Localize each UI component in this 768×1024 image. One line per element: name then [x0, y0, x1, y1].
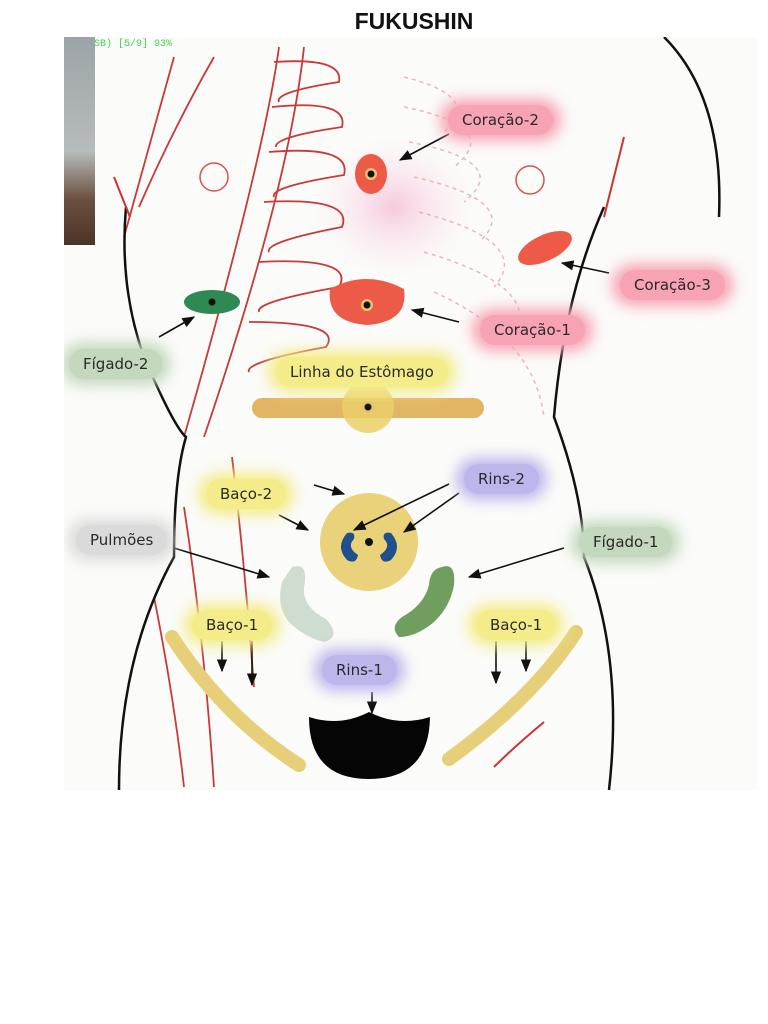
right-nipple: [515, 165, 545, 195]
video-thumbnail-strip: [64, 37, 95, 245]
fukushin-diagram: SB) [5/9] 93%: [64, 37, 758, 790]
label-figado-2: Fígado-2: [69, 349, 163, 379]
coracao-3-zone: [518, 230, 572, 266]
torso-illustration: [113, 37, 721, 790]
left-kidney-mark: [341, 532, 358, 562]
label-rins-2: Rins-2: [464, 464, 539, 494]
video-overlay-text: SB) [5/9] 93%: [94, 39, 173, 50]
heart-shadow: [314, 137, 474, 277]
left-nipple: [199, 162, 229, 192]
body-outline: [117, 37, 721, 790]
label-linha-estomago: Linha do Estômago: [276, 357, 448, 387]
label-pulmoes: Pulmões: [76, 525, 168, 555]
label-rins-1: Rins-1: [322, 655, 397, 685]
right-kidney-mark: [380, 532, 397, 562]
rins-1-zone: [309, 712, 430, 779]
page-title: FUKUSHIN: [354, 8, 474, 34]
label-baco-1-left: Baço-1: [192, 610, 273, 640]
label-coracao-1: Coração-1: [480, 315, 585, 345]
figado-1-zone: [394, 566, 455, 637]
pointer-arrows: [158, 133, 610, 715]
baco-1-right-zone: [442, 625, 583, 766]
label-coracao-2: Coração-2: [448, 105, 553, 135]
label-baco-1-right: Baço-1: [476, 610, 557, 640]
pulmoes-zone: [280, 566, 334, 642]
label-figado-1: Fígado-1: [579, 527, 673, 557]
baco-1-left-zone: [165, 630, 306, 772]
label-coracao-3: Coração-3: [620, 270, 725, 300]
label-baco-2: Baço-2: [206, 479, 287, 509]
